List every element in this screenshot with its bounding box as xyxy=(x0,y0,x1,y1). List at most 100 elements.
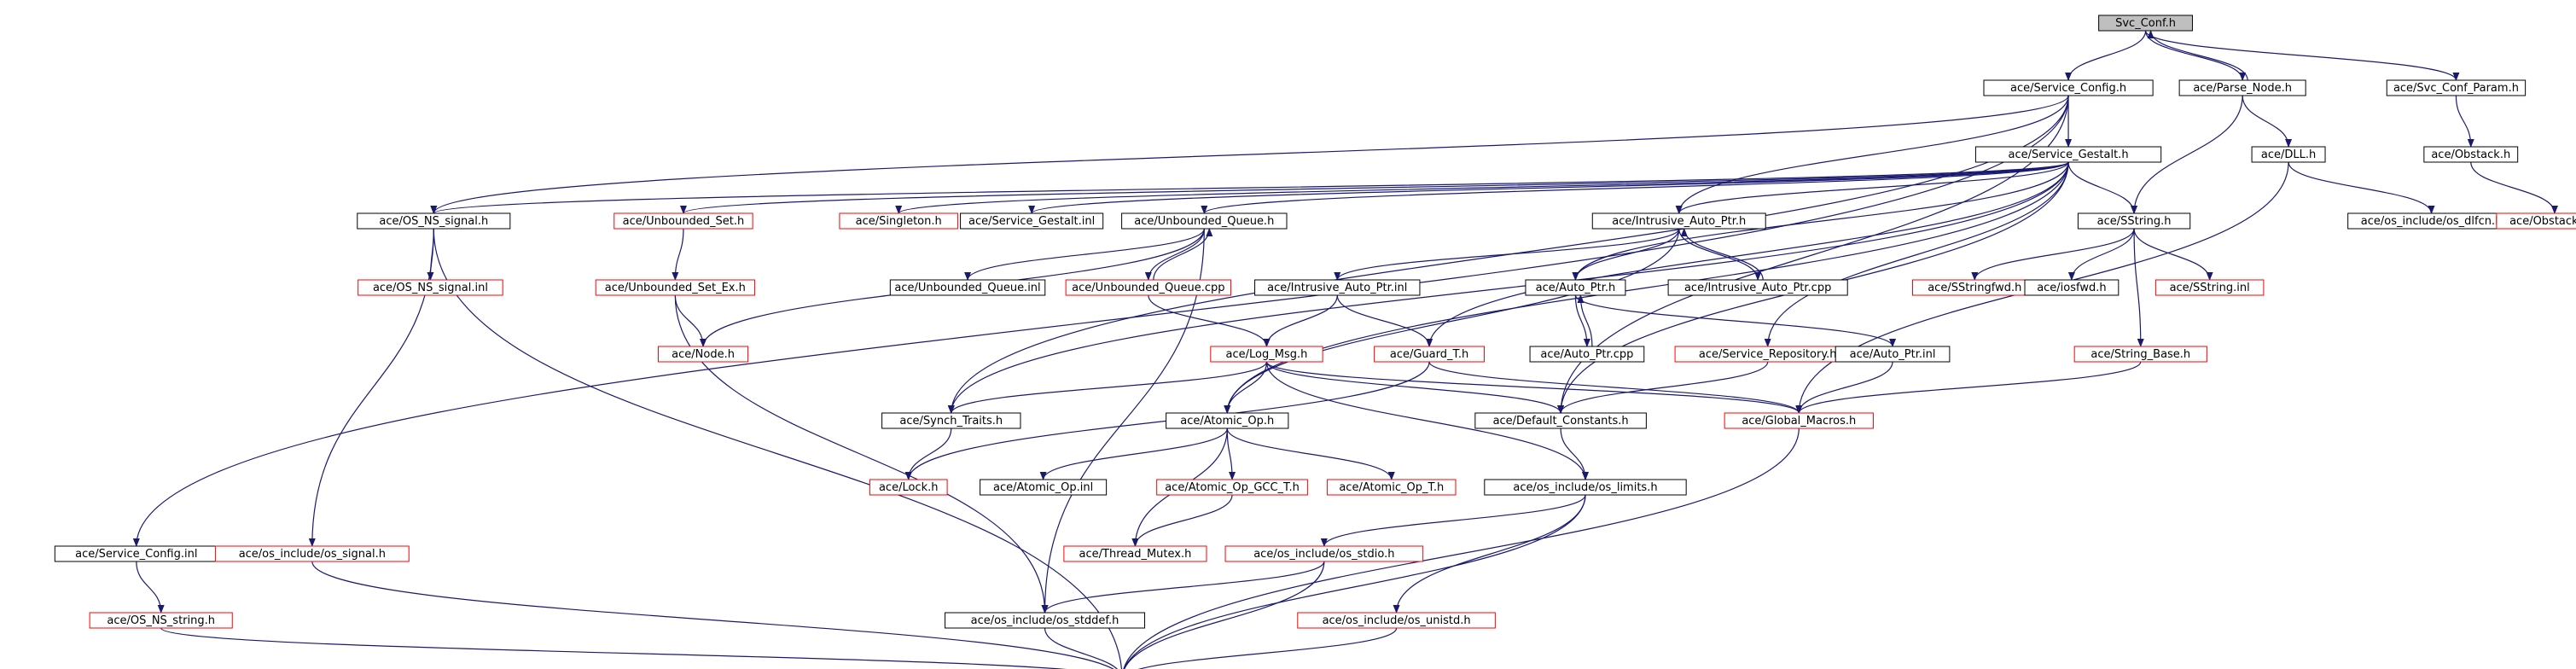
node-label: ace/Parse_Node.h xyxy=(2193,82,2292,95)
node-label: ace/os_include/os_stddef.h xyxy=(971,614,1119,627)
node-svc-conf-h[interactable]: Svc_Conf.h xyxy=(2098,15,2193,32)
node-box xyxy=(1374,346,1486,363)
node-auto-ptr-h[interactable]: ace/Auto_Ptr.h xyxy=(1525,279,1626,296)
edge-service_gestalt_h-to-singleton_h xyxy=(895,161,2069,214)
node-unbounded-set-ex-h[interactable]: ace/Unbounded_Set_Ex.h xyxy=(595,279,755,296)
node-lock-h[interactable]: ace/Lock.h xyxy=(869,479,948,496)
edge-intrusive_auto_ptr_inl-to-guard_t_h xyxy=(1336,294,1433,347)
node-dll-h[interactable]: ace/DLL.h xyxy=(2251,146,2326,163)
node-svc-conf-param-h[interactable]: ace/Svc_Conf_Param.h xyxy=(2386,79,2527,96)
edge-os_ns_signal_h-to-config_lite_h xyxy=(433,228,1122,669)
node-iosfwd-h[interactable]: ace/iosfwd.h xyxy=(2024,279,2120,296)
node-label: ace/Service_Repository.h xyxy=(1699,348,1837,361)
node-os-ns-signal-h[interactable]: ace/OS_NS_signal.h xyxy=(357,212,511,230)
node-service-repository-h[interactable]: ace/Service_Repository.h xyxy=(1674,346,1861,363)
node-label: ace/Service_Gestalt.inl xyxy=(968,215,1095,228)
node-unbounded-queue-inl[interactable]: ace/Unbounded_Queue.inl xyxy=(889,279,1046,296)
node-sstring-h[interactable]: ace/SString.h xyxy=(2077,212,2191,230)
node-label: ace/os_include/os_stdio.h xyxy=(1253,548,1394,561)
node-intrusive-auto-ptr-cpp[interactable]: ace/Intrusive_Auto_Ptr.cpp xyxy=(1667,279,1848,296)
node-label: ace/os_include/os_limits.h xyxy=(1513,481,1657,494)
node-label: ace/OS_NS_signal.h xyxy=(379,215,488,228)
node-box xyxy=(1484,479,1687,496)
edge-os_stdio_h-to-config_lite_h xyxy=(1124,561,1325,669)
edge-unbounded_queue_h-to-unbounded_queue_cpp xyxy=(1144,228,1205,281)
node-label: ace/Atomic_Op.inl xyxy=(993,481,1093,494)
edge-log_msg_h-to-atomic_op_h xyxy=(1224,361,1268,414)
node-box xyxy=(945,612,1146,629)
node-synch-traits-h[interactable]: ace/Synch_Traits.h xyxy=(881,412,1021,429)
node-obstack-h[interactable]: ace/Obstack.h xyxy=(2423,146,2519,163)
edge-service_gestalt_h-to-service_repository_h xyxy=(1764,161,2069,347)
node-box xyxy=(2178,79,2306,96)
node-auto-ptr-inl[interactable]: ace/Auto_Ptr.inl xyxy=(1835,346,1951,363)
node-log-msg-h[interactable]: ace/Log_Msg.h xyxy=(1210,346,1323,363)
node-service-config-inl[interactable]: ace/Service_Config.inl xyxy=(54,545,218,562)
edge-atomic_op_h-to-atomic_op_t_h xyxy=(1226,428,1395,480)
node-thread-mutex-h[interactable]: ace/Thread_Mutex.h xyxy=(1063,545,1207,562)
node-sstringfwd-h[interactable]: ace/SStringfwd.h xyxy=(1911,279,2038,296)
node-os-stdio-h[interactable]: ace/os_include/os_stdio.h xyxy=(1224,545,1424,562)
node-atomic-op-inl[interactable]: ace/Atomic_Op.inl xyxy=(980,479,1108,496)
node-atomic-op-t-h[interactable]: ace/Atomic_Op_T.h xyxy=(1327,479,1457,496)
node-label: ace/OS_NS_signal.inl xyxy=(373,282,488,294)
edge-unbounded_queue_cpp-to-unbounded_queue_h xyxy=(1153,228,1213,281)
node-singleton-h[interactable]: ace/Singleton.h xyxy=(839,212,958,230)
node-unbounded-set-h[interactable]: ace/Unbounded_Set.h xyxy=(613,212,753,230)
node-intrusive-auto-ptr-inl[interactable]: ace/Intrusive_Auto_Ptr.inl xyxy=(1254,279,1421,296)
node-box xyxy=(1166,412,1289,429)
node-guard-t-h[interactable]: ace/Guard_T.h xyxy=(1374,346,1486,363)
node-sstring-inl[interactable]: ace/SString.inl xyxy=(2154,279,2265,296)
edge-os_limits_h-to-os_unistd_h xyxy=(1393,494,1586,614)
node-unbounded-queue-cpp[interactable]: ace/Unbounded_Queue.cpp xyxy=(1065,279,1232,296)
node-auto-ptr-cpp[interactable]: ace/Auto_Ptr.cpp xyxy=(1529,346,1645,363)
node-intrusive-auto-ptr-h[interactable]: ace/Intrusive_Auto_Ptr.h xyxy=(1591,212,1766,230)
node-box xyxy=(839,212,958,230)
node-os-limits-h[interactable]: ace/os_include/os_limits.h xyxy=(1484,479,1687,496)
edge-atomic_op_h-to-atomic_op_inl xyxy=(1039,428,1228,480)
node-service-config-h[interactable]: ace/Service_Config.h xyxy=(1983,79,2154,96)
edge-service_gestalt_h-to-unbounded_queue_h xyxy=(1201,161,2069,214)
node-label: ace/Intrusive_Auto_Ptr.h xyxy=(1612,215,1746,228)
node-label: ace/Auto_Ptr.cpp xyxy=(1540,348,1633,361)
node-os-dlfcn-h[interactable]: ace/os_include/os_dlfcn.h xyxy=(2347,212,2515,230)
edge-os_stdio_h-to-os_stddef_h xyxy=(1041,561,1325,614)
node-default-constants-h[interactable]: ace/Default_Constants.h xyxy=(1474,412,1647,429)
edge-os_ns_string_h-to-config_lite_h xyxy=(160,627,1067,669)
node-box xyxy=(1121,212,1288,230)
edge-sstring_h-to-string_base_h xyxy=(2133,228,2144,347)
node-os-unistd-h[interactable]: ace/os_include/os_unistd.h xyxy=(1297,612,1496,629)
node-box xyxy=(1983,79,2154,96)
node-string-base-h[interactable]: ace/String_Base.h xyxy=(2073,346,2207,363)
node-os-ns-signal-inl[interactable]: ace/OS_NS_signal.inl xyxy=(358,279,503,296)
edge-svc_conf_h-to-svc_conf_param_h xyxy=(2144,30,2460,81)
node-os-ns-string-h[interactable]: ace/OS_NS_string.h xyxy=(89,612,233,629)
edge-obstack_h-to-obstack_t_h xyxy=(2470,161,2558,214)
node-service-gestalt-h[interactable]: ace/Service_Gestalt.h xyxy=(1974,146,2162,163)
node-atomic-op-h[interactable]: ace/Atomic_Op.h xyxy=(1166,412,1289,429)
node-label: ace/Default_Constants.h xyxy=(1493,415,1629,428)
node-box xyxy=(1525,279,1626,296)
edge-auto_ptr_inl-to-global_macros_h xyxy=(1795,361,1893,414)
node-box xyxy=(1065,279,1232,296)
node-service-gestalt-inl[interactable]: ace/Service_Gestalt.inl xyxy=(960,212,1104,230)
node-obstack-t-h[interactable]: ace/Obstack_T.h xyxy=(2496,212,2576,230)
node-label: Svc_Conf.h xyxy=(2115,17,2176,30)
edge-atomic_op_gcc_t_h-to-thread_mutex_h xyxy=(1131,494,1233,547)
edge-os_signal_h-to-config_lite_h xyxy=(311,561,1114,669)
node-os-signal-h[interactable]: ace/os_include/os_signal.h xyxy=(214,545,410,562)
node-os-stddef-h[interactable]: ace/os_include/os_stddef.h xyxy=(945,612,1146,629)
edges-layer xyxy=(132,30,2558,669)
node-parse-node-h[interactable]: ace/Parse_Node.h xyxy=(2178,79,2306,96)
node-box xyxy=(1835,346,1951,363)
node-node-h[interactable]: ace/Node.h xyxy=(658,346,749,363)
edge-parse_node_h-to-sstring_h xyxy=(2131,95,2243,214)
node-label: ace/Obstack.h xyxy=(2431,148,2510,161)
node-unbounded-queue-h[interactable]: ace/Unbounded_Queue.h xyxy=(1121,212,1288,230)
node-atomic-op-gcc-t-h[interactable]: ace/Atomic_Op_GCC_T.h xyxy=(1156,479,1308,496)
node-label: ace/iosfwd.h xyxy=(2037,282,2106,294)
edge-log_msg_h-to-global_macros_h xyxy=(1265,361,1803,414)
node-box xyxy=(980,479,1108,496)
node-global-macros-h[interactable]: ace/Global_Macros.h xyxy=(1724,412,1874,429)
node-box xyxy=(1529,346,1645,363)
